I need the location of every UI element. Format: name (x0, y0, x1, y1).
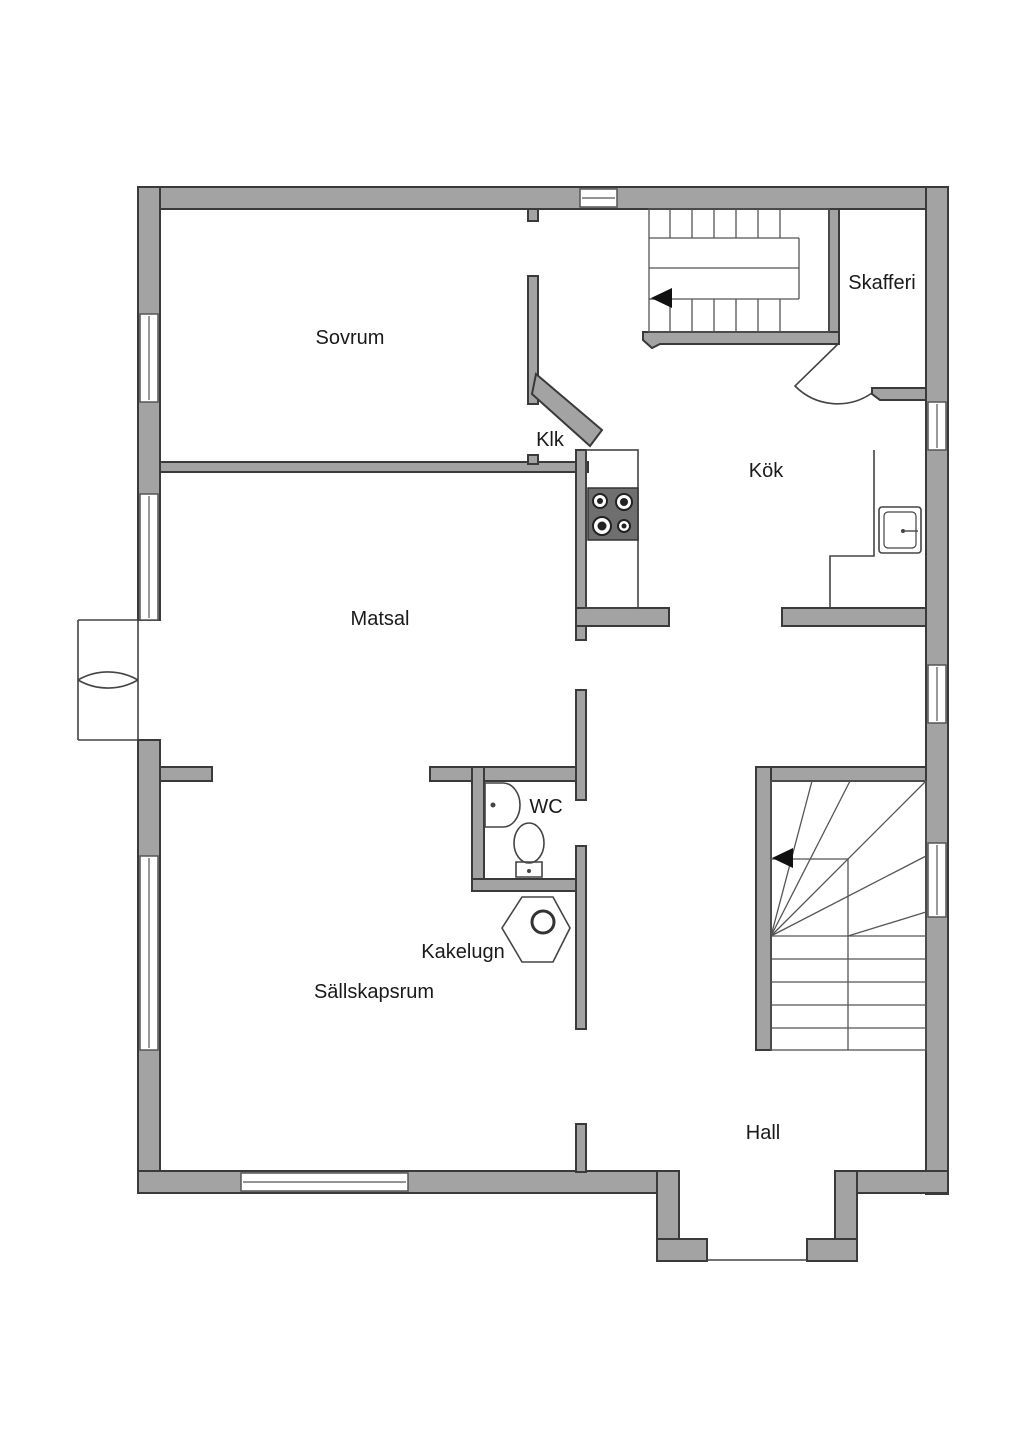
wc-fixtures (484, 782, 545, 878)
room-label-wc: WC (529, 796, 562, 818)
exterior-walls (137, 186, 949, 1262)
windows (139, 188, 947, 1192)
lower-stairs (770, 780, 927, 1051)
room-labels: Sovrum Klk Skafferi Kök Matsal WC Kakelu… (314, 272, 916, 1144)
stove-pipe-icon (530, 909, 556, 935)
upper-stairs (648, 208, 830, 333)
room-label-klk: Klk (536, 429, 565, 451)
kitchen-fixtures (585, 449, 922, 609)
stair-direction-arrow-lower (772, 848, 793, 868)
doors (77, 343, 873, 1261)
room-label-hall: Hall (746, 1122, 780, 1144)
room-label-kok: Kök (749, 460, 784, 482)
room-label-sovrum: Sovrum (316, 327, 385, 349)
kakelugn-stove (501, 896, 571, 963)
room-label-skafferi: Skafferi (848, 272, 915, 294)
stair-direction-arrow-upper (651, 288, 672, 308)
room-label-matsal: Matsal (351, 608, 410, 630)
washbasin-icon (484, 782, 521, 828)
room-label-kakelugn: Kakelugn (421, 941, 504, 963)
room-label-sallskapsrum: Sällskapsrum (314, 981, 434, 1003)
